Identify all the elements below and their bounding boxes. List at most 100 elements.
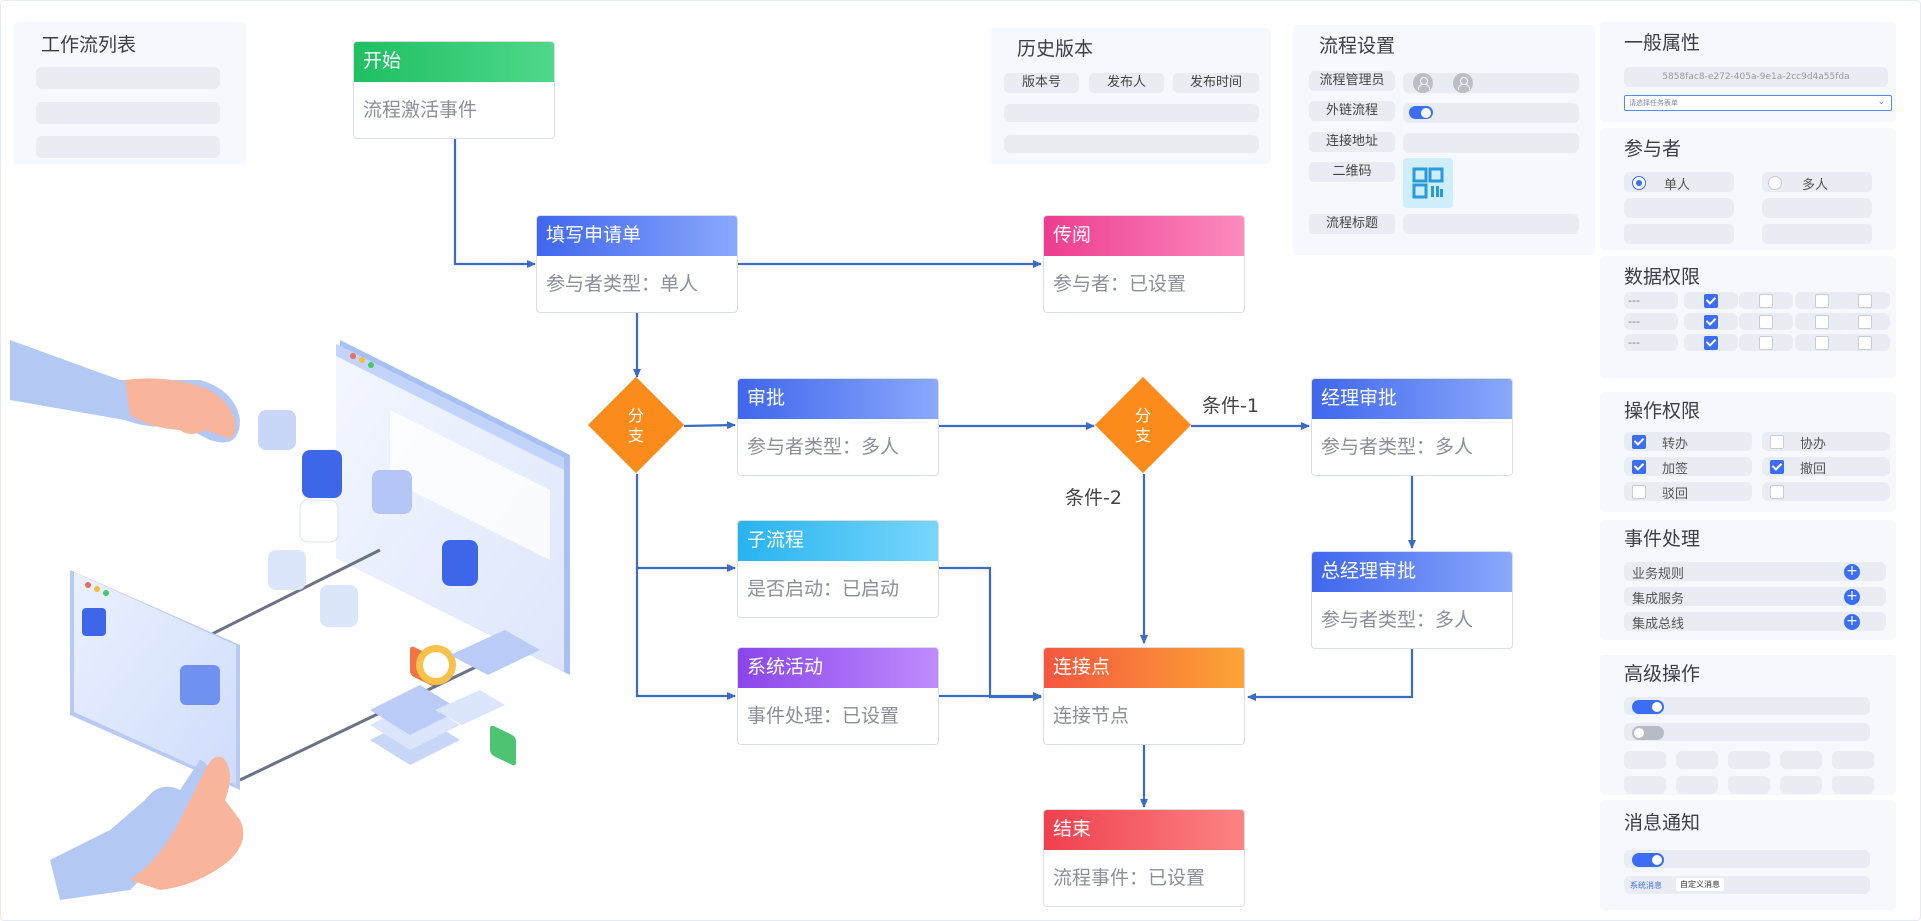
workflow-illustration xyxy=(10,340,570,900)
condition-2-label: 条件-2 xyxy=(1065,487,1122,509)
branch-gateway-1-label-line: 分 xyxy=(627,406,644,425)
advanced-option[interactable] xyxy=(1832,751,1874,769)
node-subflow[interactable]: 子流程 是否启动：已启动 xyxy=(737,520,939,618)
event-handling-label: 集成总线 xyxy=(1632,617,1685,632)
operation-permission-checkbox[interactable] xyxy=(1770,460,1784,474)
data-permissions-title: 数据权限 xyxy=(1624,266,1701,288)
multiple-radio[interactable] xyxy=(1768,176,1782,190)
data-permission-checkbox[interactable] xyxy=(1815,294,1829,308)
event-handling-label: 集成服务 xyxy=(1632,592,1685,607)
notification-toggle[interactable] xyxy=(1632,853,1664,867)
history-column-time[interactable]: 发布时间 xyxy=(1173,73,1259,93)
data-permission-checkbox[interactable] xyxy=(1704,294,1718,308)
history-row[interactable] xyxy=(1004,104,1259,122)
participant-field[interactable] xyxy=(1762,198,1872,218)
participant-option-multiple[interactable] xyxy=(1762,172,1872,192)
setting-label-admin: 流程管理员 xyxy=(1309,71,1395,91)
participant-field[interactable] xyxy=(1624,224,1734,244)
advanced-toggle-2[interactable] xyxy=(1632,726,1664,740)
operation-permission-item[interactable] xyxy=(1624,457,1752,476)
title-field[interactable] xyxy=(1403,214,1579,234)
general-properties-panel: 一般属性 5858fac8-e272-405a-9e1a-2cc9d4a55fd… xyxy=(1600,22,1896,122)
advanced-option[interactable] xyxy=(1624,776,1666,794)
external-link-toggle[interactable] xyxy=(1409,106,1433,119)
advanced-option[interactable] xyxy=(1728,776,1770,794)
advanced-toggle-1[interactable] xyxy=(1632,700,1664,714)
operation-permission-checkbox[interactable] xyxy=(1632,485,1646,499)
node-gm[interactable]: 总经理审批 参与者类型：多人 xyxy=(1311,551,1513,649)
operation-permission-item[interactable] xyxy=(1762,482,1890,501)
node-circulate[interactable]: 传阅 参与者：已设置 xyxy=(1043,215,1245,313)
operation-permission-checkbox[interactable] xyxy=(1770,435,1784,449)
operation-permission-checkbox[interactable] xyxy=(1770,485,1784,499)
workflow-list-title: 工作流列表 xyxy=(41,34,137,56)
node-end[interactable]: 结束 流程事件：已设置 xyxy=(1043,809,1245,907)
form-select-placeholder: 请选择任务表单 xyxy=(1629,99,1678,107)
node-form-body: 参与者类型：单人 xyxy=(546,273,699,295)
setting-label-title: 流程标题 xyxy=(1309,214,1395,234)
operation-permission-item[interactable] xyxy=(1762,432,1890,451)
history-row[interactable] xyxy=(1004,135,1259,153)
data-permission-checkbox[interactable] xyxy=(1759,294,1773,308)
form-select[interactable]: 请选择任务表单 ⌄ xyxy=(1624,95,1892,111)
node-form[interactable]: 填写申请单 参与者类型：单人 xyxy=(536,215,738,313)
node-system[interactable]: 系统活动 事件处理：已设置 xyxy=(737,647,939,745)
address-field[interactable] xyxy=(1403,133,1579,153)
history-column-publisher[interactable]: 发布人 xyxy=(1089,73,1164,93)
advanced-option[interactable] xyxy=(1624,751,1666,769)
node-manager-title: 经理审批 xyxy=(1312,379,1512,419)
advanced-option[interactable] xyxy=(1780,776,1822,794)
admin-field[interactable] xyxy=(1403,73,1579,93)
node-approve-body: 参与者类型：多人 xyxy=(747,436,900,458)
single-label: 单人 xyxy=(1664,178,1691,193)
notification-tab-system[interactable]: 系统消息 xyxy=(1630,881,1662,890)
participant-field[interactable] xyxy=(1624,198,1734,218)
add-event-icon[interactable]: + xyxy=(1844,564,1860,580)
node-manager[interactable]: 经理审批 参与者类型：多人 xyxy=(1311,378,1513,476)
data-permissions-panel: 数据权限 --------- xyxy=(1600,256,1896,378)
data-permission-checkbox[interactable] xyxy=(1858,294,1872,308)
node-approve[interactable]: 审批 参与者类型：多人 xyxy=(737,378,939,476)
single-radio[interactable] xyxy=(1632,176,1646,190)
data-permission-checkbox[interactable] xyxy=(1858,315,1872,329)
data-permission-checkbox[interactable] xyxy=(1759,315,1773,329)
workflow-list-item[interactable] xyxy=(36,102,220,124)
operation-permission-item[interactable] xyxy=(1624,482,1752,501)
condition-1-label: 条件-1 xyxy=(1202,395,1259,417)
multiple-label: 多人 xyxy=(1802,178,1829,193)
operation-permission-item[interactable] xyxy=(1624,432,1752,451)
operation-permission-checkbox[interactable] xyxy=(1632,435,1646,449)
data-permission-label: --- xyxy=(1624,292,1678,309)
workflow-list-item[interactable] xyxy=(36,136,220,158)
qr-code-icon[interactable] xyxy=(1403,158,1453,208)
advanced-option[interactable] xyxy=(1728,751,1770,769)
workflow-list-panel: 工作流列表 xyxy=(14,22,246,164)
workflow-list-item[interactable] xyxy=(36,67,220,89)
data-permission-checkbox[interactable] xyxy=(1815,315,1829,329)
advanced-option[interactable] xyxy=(1832,776,1874,794)
process-settings-panel: 流程设置 流程管理员 外链流程 连接地址 二维码 流程标题 xyxy=(1293,25,1595,255)
advanced-option[interactable] xyxy=(1780,751,1822,769)
node-start[interactable]: 开始 流程激活事件 xyxy=(353,41,555,139)
add-event-icon[interactable]: + xyxy=(1844,614,1860,630)
notification-tab-custom[interactable]: 自定义消息 xyxy=(1676,878,1724,891)
data-permission-checkbox[interactable] xyxy=(1858,336,1872,350)
node-subflow-body: 是否启动：已启动 xyxy=(747,578,900,600)
participant-option-single[interactable] xyxy=(1624,172,1734,192)
participant-field[interactable] xyxy=(1762,224,1872,244)
operation-permission-item[interactable] xyxy=(1762,457,1890,476)
id-field[interactable]: 5858fac8-e272-405a-9e1a-2cc9d4a55fda xyxy=(1624,67,1888,87)
event-handling-item xyxy=(1624,562,1886,581)
node-connect[interactable]: 连接点 连接节点 xyxy=(1043,647,1245,745)
history-column-version[interactable]: 版本号 xyxy=(1004,73,1079,93)
advanced-option[interactable] xyxy=(1676,776,1718,794)
node-end-title: 结束 xyxy=(1044,810,1244,850)
node-connect-title: 连接点 xyxy=(1044,648,1244,688)
add-event-icon[interactable]: + xyxy=(1844,589,1860,605)
data-permission-checkbox[interactable] xyxy=(1759,336,1773,350)
data-permission-checkbox[interactable] xyxy=(1815,336,1829,350)
data-permission-checkbox[interactable] xyxy=(1704,315,1718,329)
data-permission-checkbox[interactable] xyxy=(1704,336,1718,350)
operation-permission-checkbox[interactable] xyxy=(1632,460,1646,474)
advanced-option[interactable] xyxy=(1676,751,1718,769)
